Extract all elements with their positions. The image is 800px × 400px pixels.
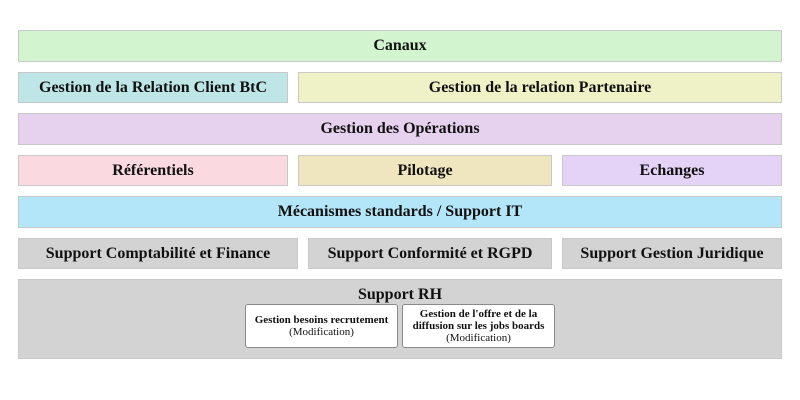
block-support-rh: Support RH Gestion besoins recrutement (…	[18, 279, 782, 359]
block-support-compta-label: Support Comptabilité et Finance	[45, 244, 271, 262]
block-echanges-label: Echanges	[639, 161, 705, 179]
block-pilotage: Pilotage	[298, 155, 552, 186]
block-echanges: Echanges	[562, 155, 782, 186]
card-status: (Modification)	[289, 326, 354, 338]
block-support-rh-label: Support RH	[357, 286, 443, 303]
support-rh-cards: Gestion besoins recrutement (Modificatio…	[245, 304, 555, 348]
block-relation-partenaire-label: Gestion de la relation Partenaire	[428, 78, 652, 96]
block-operations-label: Gestion des Opérations	[320, 120, 480, 137]
block-mecanismes: Mécanismes standards / Support IT	[18, 196, 782, 228]
block-support-juridique-label: Support Gestion Juridique	[580, 244, 764, 262]
card-gestion-offre-diffusion[interactable]: Gestion de l'offre et de la diffusion su…	[402, 304, 555, 348]
card-title: Gestion de l'offre et de la diffusion su…	[412, 308, 545, 332]
block-mecanismes-label: Mécanismes standards / Support IT	[277, 203, 523, 220]
block-support-juridique: Support Gestion Juridique	[562, 238, 782, 269]
block-canaux: Canaux	[18, 30, 782, 62]
block-operations: Gestion des Opérations	[18, 113, 782, 145]
card-status: (Modification)	[446, 332, 511, 344]
block-relation-client: Gestion de la Relation Client BtC	[18, 72, 288, 103]
block-referentiels: Référentiels	[18, 155, 288, 186]
block-referentiels-label: Référentiels	[112, 161, 194, 179]
block-relation-partenaire: Gestion de la relation Partenaire	[298, 72, 782, 103]
card-title: Gestion besoins recrutement	[254, 314, 389, 326]
block-support-conformite-label: Support Conformité et RGPD	[327, 244, 533, 262]
block-support-compta: Support Comptabilité et Finance	[18, 238, 298, 269]
block-relation-client-label: Gestion de la Relation Client BtC	[39, 78, 267, 96]
block-pilotage-label: Pilotage	[397, 161, 453, 179]
block-canaux-label: Canaux	[373, 37, 427, 54]
block-support-conformite: Support Conformité et RGPD	[308, 238, 552, 269]
card-gestion-besoins-recrutement[interactable]: Gestion besoins recrutement (Modificatio…	[245, 304, 398, 348]
